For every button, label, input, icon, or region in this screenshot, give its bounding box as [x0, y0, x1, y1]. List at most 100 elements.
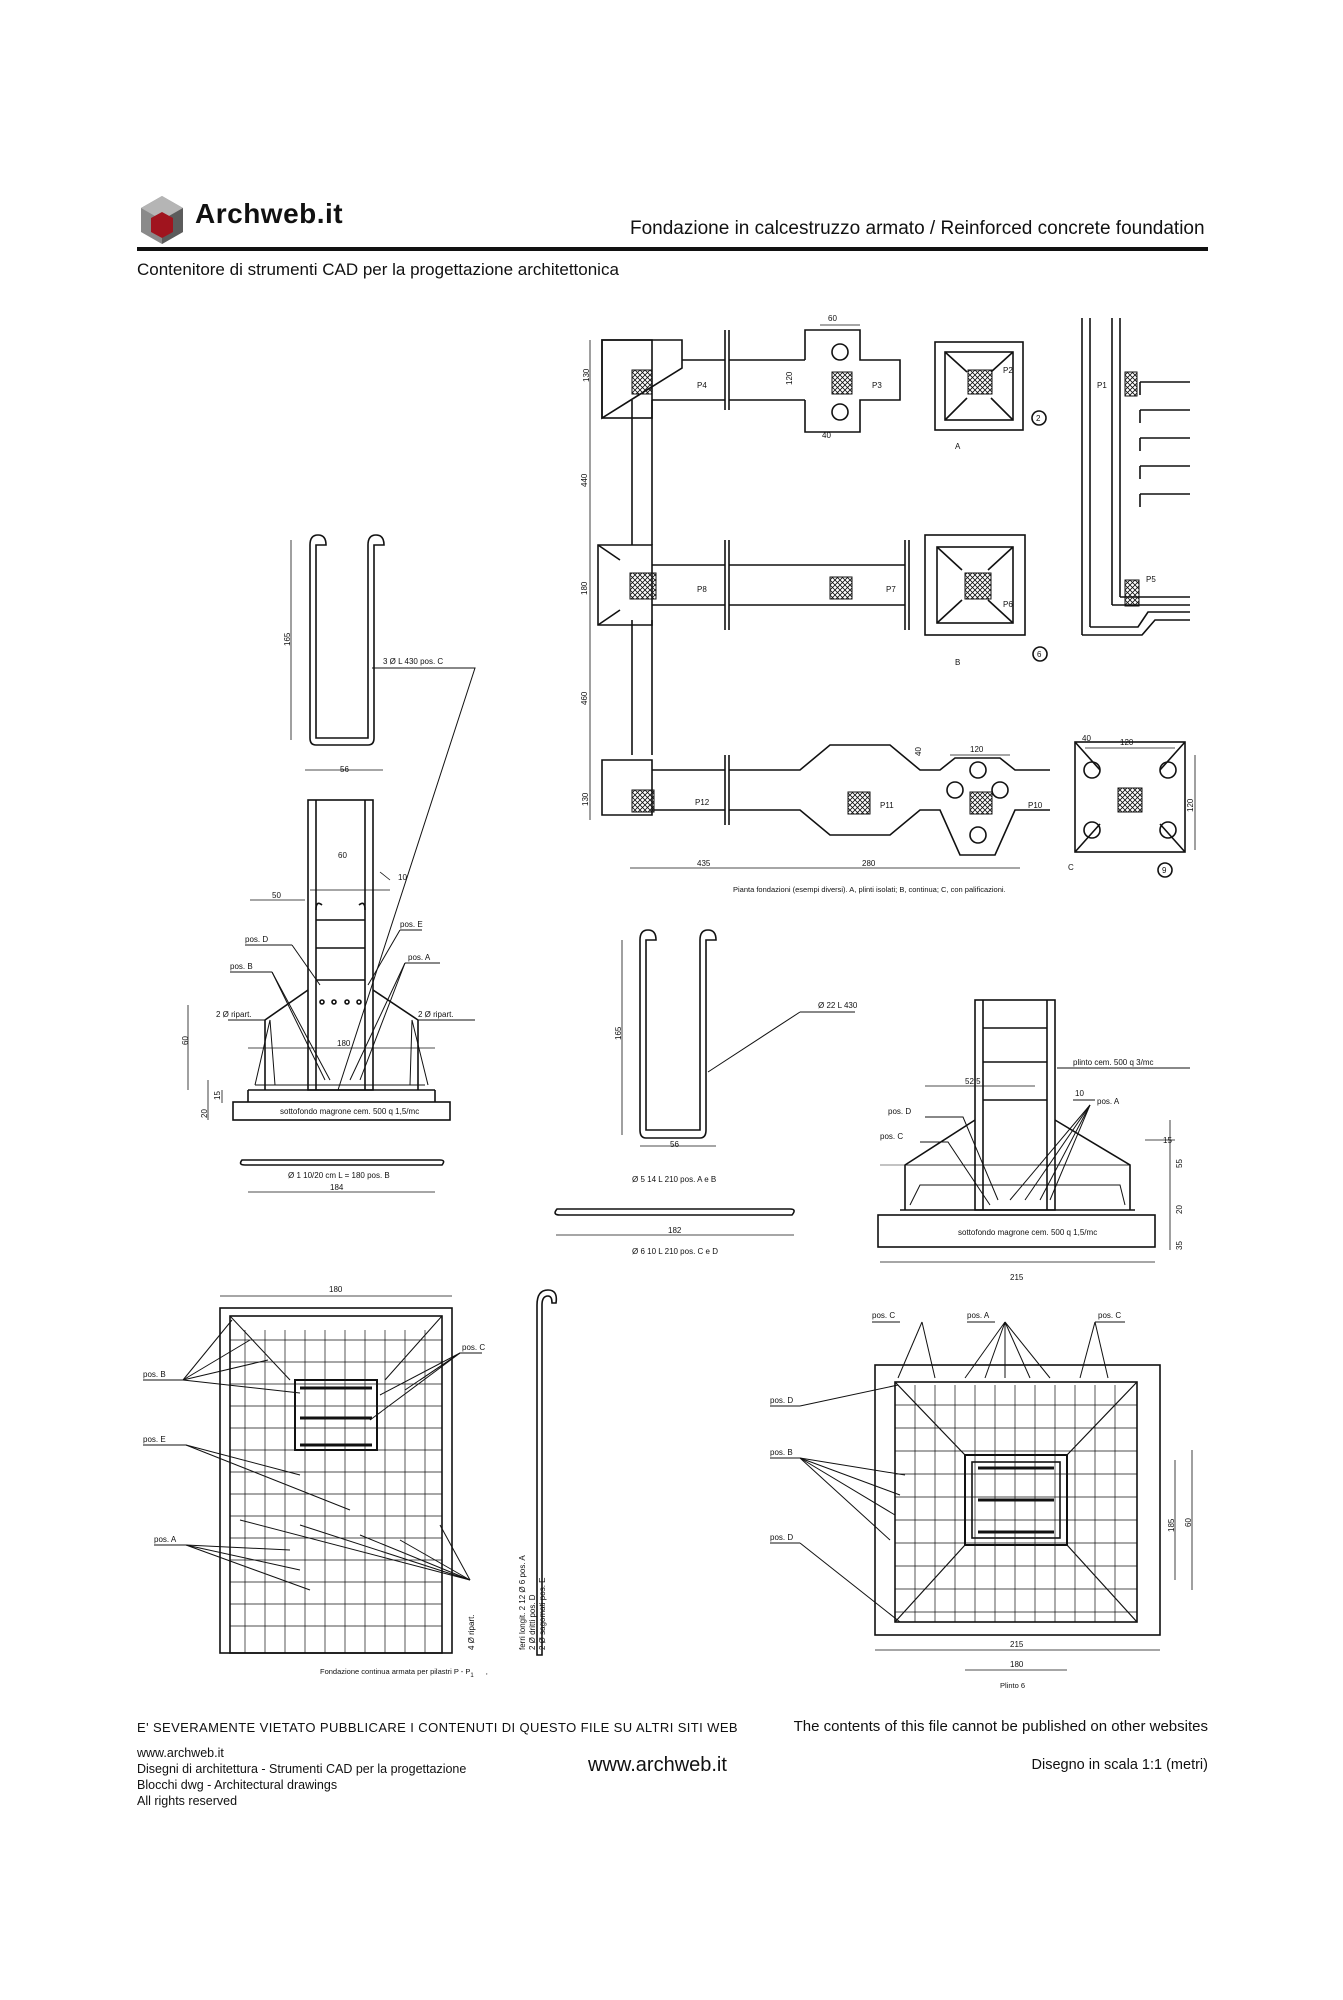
dim-label: 52,5 [965, 1077, 981, 1086]
stirrup-label: 3 Ø L 430 pos. C [383, 657, 443, 666]
dim-label: 50 [272, 891, 281, 900]
plan-dim: 120 [1120, 738, 1134, 747]
footer-line: Blocchi dwg - Architectural drawings [137, 1778, 338, 1792]
plan-dim: 460 [580, 691, 589, 705]
plinth-plan-labels: pos. C pos. A pos. C pos. D pos. B pos. … [770, 1311, 1193, 1690]
continuous-plan-labels: 180 pos. B pos. C pos. E pos. A 4 Ø ripa… [143, 1285, 547, 1679]
pos-label: pos. A [408, 953, 431, 962]
right-section-labels: plinto cem. 500 q 3/mc 52,5 10 15 55 20 … [880, 1058, 1184, 1282]
pos-label: pos. B [230, 962, 253, 971]
plan-letter-a: A [955, 442, 961, 451]
plan-letter-b: B [955, 658, 960, 667]
base-label: sottofondo magrone cem. 500 q 1,5/mc [958, 1228, 1097, 1237]
scale-note: Disegno in scala 1:1 (metri) [1031, 1757, 1209, 1773]
plan-label-p3: P3 [872, 381, 882, 390]
dim-label: 215 [1010, 1640, 1024, 1649]
rebar-label: Ø 5 14 L 210 pos. A e B [632, 1175, 716, 1184]
dim-label: 20 [1175, 1205, 1184, 1214]
dim-label: 165 [283, 632, 292, 646]
left-section-labels: 3 Ø L 430 pos. C 165 56 60 10 50 180 60 … [181, 632, 454, 1192]
dim-label: 10 [398, 873, 407, 882]
pos-label: pos. A [154, 1535, 177, 1544]
plan-dim: 280 [862, 859, 876, 868]
vertical-label: 4 Ø ripart. [467, 1614, 476, 1650]
ripart-label: 2 Ø ripart. [216, 1010, 252, 1019]
continuous-foundation-plan [143, 1289, 558, 1656]
plan-label-p5: P5 [1146, 575, 1156, 584]
plan-dim: 120 [970, 745, 984, 754]
dim-label: 180 [329, 1285, 343, 1294]
dim-label: 15 [213, 1091, 222, 1100]
plan-dim: 40 [1082, 734, 1091, 743]
plan-dim: 435 [697, 859, 711, 868]
rebar-label: Ø 6 10 L 210 pos. C e D [632, 1247, 718, 1256]
dim-label: 10 [1075, 1089, 1084, 1098]
plan-labels: P4 P3 P2 P1 P8 P7 P6 P5 P12 P11 P10 A B … [580, 314, 1195, 894]
plan-label-p11: P11 [880, 801, 894, 810]
dim-label: 60 [338, 851, 347, 860]
footer-line: All rights reserved [137, 1794, 238, 1808]
pos-label: pos. D [770, 1533, 793, 1542]
plan-label-p10: P10 [1028, 801, 1043, 810]
dim-label: 60 [1184, 1518, 1193, 1527]
dim-label: 184 [330, 1183, 344, 1192]
dim-label: 180 [337, 1039, 351, 1048]
dim-label: 56 [340, 765, 349, 774]
plan-letter-c: C [1068, 863, 1074, 872]
dim-label: 165 [614, 1026, 623, 1040]
plan-label-p1: P1 [1097, 381, 1107, 390]
plan-circle-9: 9 [1162, 866, 1167, 875]
plan-dim: 120 [1186, 798, 1195, 812]
footer-url[interactable]: www.archweb.it [588, 1754, 727, 1776]
vertical-label: 2 Ø sagomati pos. E [538, 1578, 547, 1650]
plan-label-p7: P7 [886, 585, 896, 594]
dim-label: 60 [181, 1036, 190, 1045]
dim-label: 56 [670, 1140, 679, 1149]
plan-dim: 120 [785, 371, 794, 385]
pos-label: pos. D [770, 1396, 793, 1405]
plan-dim: 440 [580, 473, 589, 487]
plan-label-p6: P6 [1003, 600, 1013, 609]
plan-label-p2: P2 [1003, 366, 1013, 375]
foundation-plan [589, 318, 1196, 878]
pos-label: pos. C [462, 1343, 485, 1352]
brand-name: Archweb.it [195, 198, 344, 229]
plan-label-p4: P4 [697, 381, 707, 390]
plan-label-p8: P8 [697, 585, 707, 594]
plan-label-p12: P12 [695, 798, 710, 807]
rebar-label: Ø 22 L 430 [818, 1001, 858, 1010]
ripart-label: 2 Ø ripart. [418, 1010, 454, 1019]
dim-label: 180 [1010, 1660, 1024, 1669]
plan-dim: 40 [822, 431, 831, 440]
plan-caption: Fondazione continua armata per pilastri … [320, 1667, 488, 1679]
archweb-logo [141, 196, 183, 244]
page-title: Fondazione in calcestruzzo armato / Rein… [630, 218, 1205, 239]
right-section [877, 999, 1190, 1263]
dim-label: 35 [1175, 1241, 1184, 1250]
plan-dim: 40 [914, 747, 923, 756]
plan-caption: Pianta fondazioni (esempi diversi). A, p… [733, 885, 1006, 894]
vertical-label: ferri longit. 2 12 Ø 6 pos. A [518, 1555, 527, 1650]
copyright-warning-en: The contents of this file cannot be publ… [793, 1718, 1208, 1735]
pos-label: pos. C [872, 1311, 895, 1320]
plan-circle-6: 6 [1037, 650, 1042, 659]
pos-label: pos. E [400, 920, 423, 929]
copyright-warning-it: E' SEVERAMENTE VIETATO PUBBLICARE I CONT… [137, 1720, 738, 1735]
pos-label: pos. A [967, 1311, 990, 1320]
pos-label: pos. E [143, 1435, 166, 1444]
plan-circle-2: 2 [1036, 414, 1041, 423]
plinth-label: plinto cem. 500 q 3/mc [1073, 1058, 1153, 1067]
dim-label: 215 [1010, 1273, 1024, 1282]
footer-line: www.archweb.it [137, 1746, 224, 1760]
pos-label: pos. C [1098, 1311, 1121, 1320]
pos-label: pos. B [770, 1448, 793, 1457]
dim-label: 20 [200, 1109, 209, 1118]
footer-line: Disegni di architettura - Strumenti CAD … [137, 1762, 467, 1776]
pos-label: pos. D [245, 935, 268, 944]
dim-label: 55 [1175, 1159, 1184, 1168]
mid-section-labels: 165 56 182 Ø 22 L 430 Ø 5 14 L 210 pos. … [614, 1001, 858, 1256]
plan-dim: 60 [828, 314, 837, 323]
plan-dim: 130 [582, 368, 591, 382]
page-subtitle: Contenitore di strumenti CAD per la prog… [137, 260, 619, 279]
